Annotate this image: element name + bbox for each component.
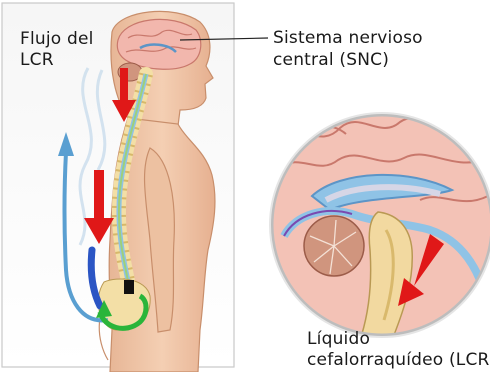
csf-flow-label-line2: LCR [20,51,54,69]
magnified-brain-inset [270,112,490,340]
csf-flow-label-line1: Flujo del [20,30,94,48]
csf-label-line2: cefalorraquídeo (LCR) [307,351,490,369]
cns-label-line2: central (SNC) [273,51,389,69]
csf-label-line1: Líquido [307,330,370,348]
cns-label-line1: Sistema nervioso [273,29,423,47]
